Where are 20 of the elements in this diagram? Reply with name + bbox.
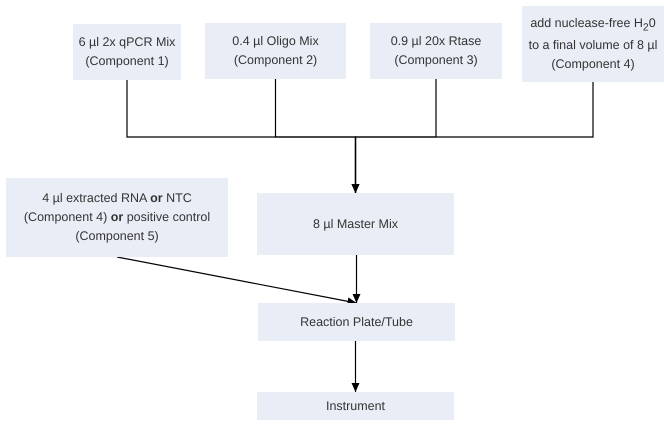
- process-box: [73, 24, 181, 80]
- box-text: 4 µl extracted RNA or NTC (Component 4) or positive control (Component 5): [22, 190, 212, 245]
- process-box: [370, 23, 502, 79]
- process-box: [6, 178, 228, 257]
- box-text: Reaction Plate/Tube: [300, 314, 413, 331]
- process-box: [258, 303, 455, 341]
- box-text: 0.4 µl Oligo Mix (Component 2): [231, 33, 320, 69]
- box-text: 0.9 µl 20x Rtase (Component 3): [390, 33, 482, 69]
- box-text: 6 µl 2x qPCR Mix (Component 1): [78, 34, 176, 70]
- process-box: [257, 193, 454, 255]
- arrow: [116, 256, 357, 306]
- arrow: [352, 82, 594, 193]
- process-box: [205, 23, 346, 79]
- process-box: [257, 392, 454, 420]
- arrow: [352, 341, 360, 392]
- box-text: Instrument: [326, 398, 386, 415]
- process-box: [522, 6, 664, 82]
- arrow: [352, 255, 360, 303]
- box-text: 8 µl Master Mix: [313, 216, 398, 233]
- box-text: add nuclease-free H$_{2}$0 to a final volume of 8 µl (Component 4): [528, 15, 658, 74]
